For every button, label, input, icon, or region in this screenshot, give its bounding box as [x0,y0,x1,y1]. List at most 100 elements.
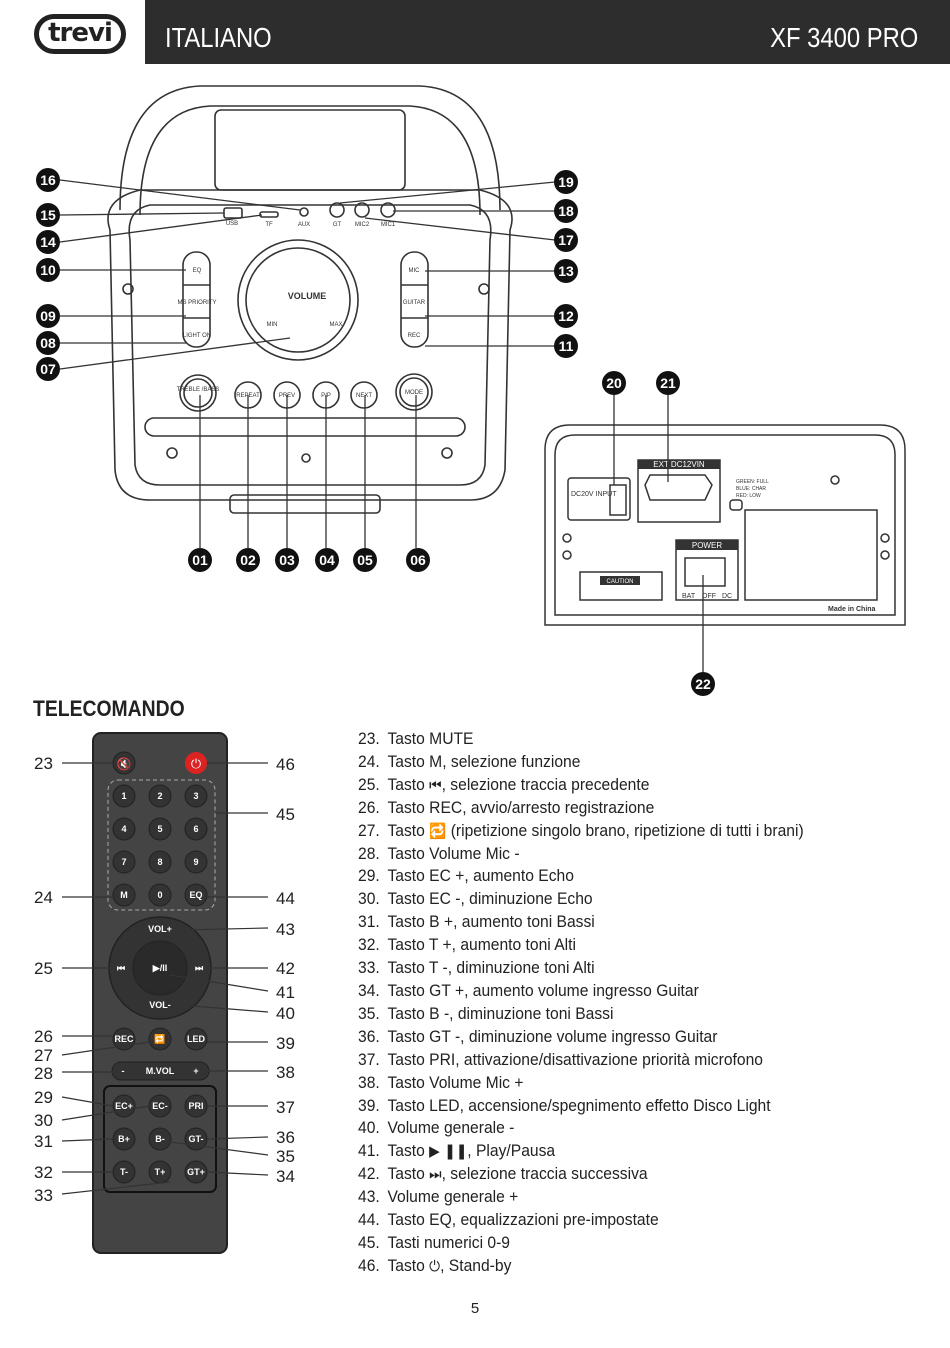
key-7[interactable]: 7 [121,857,126,867]
key-8[interactable]: 8 [157,857,162,867]
legend-prefix: Tasto [387,1164,430,1184]
remote-callout-30: 30 [34,1111,53,1130]
legend-item: 45.Tasti numerici 0-9 [358,1232,892,1255]
remote-callout-39: 39 [276,1034,295,1053]
mode-label: MODE [405,390,423,396]
dc-input-label: DC20V INPUT [571,491,617,498]
key-t-minus[interactable]: T- [120,1167,128,1177]
remote-callout-41: 41 [276,983,295,1002]
remote-callout-35: 35 [276,1147,295,1166]
legend-number: 28. [358,843,380,863]
key-rec[interactable]: REC [114,1034,134,1044]
led-blue-label: BLUE: CHAR [736,486,766,492]
legend-text: Volume generale + [387,1187,519,1207]
callout-10: 10 [40,262,56,278]
key-mvol-minus[interactable]: - [122,1066,125,1076]
callout-08: 08 [40,335,56,351]
remote-callout-31: 31 [34,1132,53,1151]
key-prev-icon[interactable]: ⏮ [117,963,125,973]
key-repeat-icon[interactable]: 🔁 [154,1033,165,1044]
remote-callout-40: 40 [276,1004,295,1023]
callout-09: 09 [40,308,56,324]
legend-number: 44. [358,1210,380,1230]
key-gt-minus[interactable]: GT- [189,1134,204,1144]
legend-item: 41.Tasto ▶ ❚❚, Play/Pausa [358,1140,892,1163]
key-b-plus[interactable]: B+ [118,1134,130,1144]
key-vol-minus[interactable]: VOL- [149,1000,171,1010]
key-b-minus[interactable]: B- [155,1134,165,1144]
legend-text: , selezione traccia successiva [441,1164,648,1184]
key-pri[interactable]: PRI [188,1101,203,1111]
key-1[interactable]: 1 [121,791,126,801]
key-m[interactable]: M [120,890,128,900]
legend-number: 23. [358,729,380,748]
legend-key-icon: 🔁 [429,821,447,840]
legend-prefix: Tasto [387,820,430,840]
legend-text: , selezione traccia precedente [441,774,650,794]
legend-key-icon: ▶ ❚❚ [429,1142,468,1161]
key-mvol-plus[interactable]: + [193,1066,198,1076]
rec-label: REC [408,333,421,339]
legend-number: 33. [358,958,380,978]
light-label: LIGHT ON [183,333,211,339]
legend-item: 27.Tasto 🔁 (ripetizione singolo brano, r… [358,820,892,843]
caution-label: CAUTION [607,579,634,585]
legend-key-icon: ⏭ [429,1165,442,1184]
key-t-plus[interactable]: T+ [155,1167,166,1177]
legend-key-icon: ⏮ [429,775,442,794]
remote-diagram: ⏻ 🔇 1 2 3 4 5 6 7 8 9 M 0 EQ VOL+ VOL- ▶… [34,732,295,1254]
legend-item: 40.Volume generale - [358,1117,892,1140]
key-5[interactable]: 5 [157,824,162,834]
model-label: XF 3400 PRO [769,22,918,53]
legend-number: 41. [358,1141,380,1161]
remote-section-title: TELECOMANDO [33,696,185,721]
legend-item: 24.Tasto M, selezione funzione [358,751,892,774]
legend-text: Tasto PRI, attivazione/disattivazione pr… [387,1049,763,1069]
legend-number: 26. [358,797,380,817]
language-label: ITALIANO [165,22,272,53]
key-gt-plus[interactable]: GT+ [187,1167,205,1177]
key-led[interactable]: LED [187,1034,206,1044]
legend-number: 29. [358,866,380,886]
page-header: trevi ITALIANO XF 3400 PRO [0,0,950,64]
min-label: MIN [267,322,278,328]
key-next-icon[interactable]: ⏭ [195,963,204,973]
key-4[interactable]: 4 [121,824,126,834]
key-vol-plus[interactable]: VOL+ [148,924,172,934]
callout-18: 18 [558,203,574,219]
remote-callout-38: 38 [276,1063,295,1082]
callout-13: 13 [558,263,574,279]
remote-callout-27: 27 [34,1046,53,1065]
key-ec-plus[interactable]: EC+ [115,1101,133,1111]
remote-callout-25: 25 [34,959,53,978]
callout-07: 07 [40,361,56,377]
next-label: NEXT [356,393,372,399]
key-3[interactable]: 3 [193,791,198,801]
key-6[interactable]: 6 [193,824,198,834]
callout-12: 12 [558,308,574,324]
legend-text: Tasto T +, aumento toni Alti [387,935,576,955]
legend-text: Tasti numerici 0-9 [387,1232,511,1252]
key-0[interactable]: 0 [157,890,162,900]
key-play-pause[interactable]: ▶/II [152,963,167,973]
legend-text: Tasto B -, diminuzione toni Bassi [387,1003,614,1023]
page-number: 5 [470,1300,480,1317]
switch-off-label: OFF [702,593,716,600]
legend-number: 39. [358,1095,380,1115]
key-eq[interactable]: EQ [189,890,202,900]
key-ec-minus[interactable]: EC- [152,1101,168,1111]
logo-area: trevi [0,0,145,64]
legend-item: 46.Tasto ⏻, Stand-by [358,1255,892,1278]
callout-20: 20 [606,375,622,391]
remote-callout-36: 36 [276,1128,295,1147]
legend-text: , Play/Pausa [467,1141,556,1161]
callout-17: 17 [558,232,574,248]
key-9[interactable]: 9 [193,857,198,867]
callout-02: 02 [240,552,256,568]
callout-22: 22 [695,676,711,692]
key-2[interactable]: 2 [157,791,162,801]
legend-number: 43. [358,1187,380,1207]
legend-number: 31. [358,912,380,932]
legend-text: Tasto GT -, diminuzione volume ingresso … [387,1026,718,1046]
